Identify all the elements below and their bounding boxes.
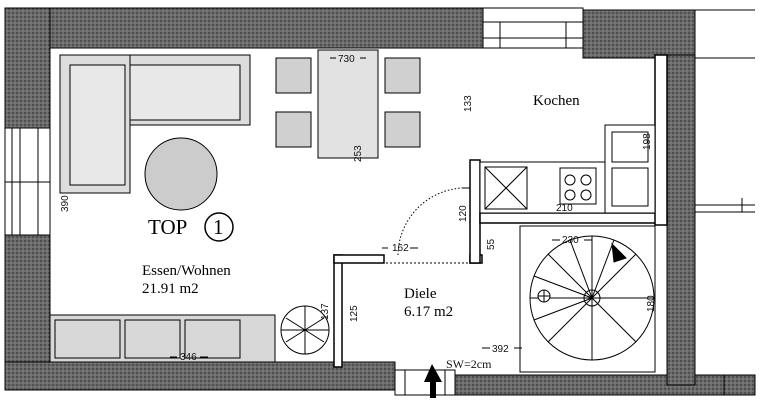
left-window [4, 127, 51, 236]
living-room-name: Essen/Wohnen [142, 263, 231, 279]
dim-55: 55 [486, 238, 497, 250]
kitchen-name: Kochen [533, 93, 580, 109]
plant [280, 305, 330, 355]
wall-left-upper [4, 7, 51, 129]
dim-133: 133 [463, 95, 474, 112]
living-room-area: 21.91 m2 [142, 281, 199, 297]
entrance-arrow-icon [424, 364, 442, 398]
dim-120: 120 [458, 205, 469, 222]
title-number-circle [204, 212, 234, 242]
title-number: 1 [213, 215, 224, 239]
dim-180: 180 [646, 295, 657, 312]
coffee-table [144, 137, 218, 211]
kitchen-counter [479, 124, 656, 214]
dim-346: 346 [180, 352, 197, 363]
sofa [59, 54, 251, 194]
dimension-labels: 730 133 253 198 390 120 210 162 55 230 1… [60, 54, 657, 363]
entrance-opening [394, 369, 456, 396]
sideboard [49, 314, 276, 363]
dim-390: 390 [60, 195, 71, 212]
wall-top-left [4, 7, 484, 49]
wall-thickness-note: SW=2cm [446, 357, 492, 371]
wall-bottom-left [4, 361, 396, 391]
hall-name: Diele [404, 286, 437, 302]
dim-198: 198 [642, 133, 653, 150]
wall-right [666, 54, 696, 386]
door-swings [386, 187, 470, 264]
room-labels: TOP 1 Essen/Wohnen 21.91 m2 Kochen Diele… [142, 93, 580, 371]
right-outline [695, 9, 755, 395]
dim-730: 730 [338, 54, 355, 65]
dim-253: 253 [353, 145, 364, 162]
title-label: TOP [148, 215, 187, 239]
dim-125: 125 [349, 305, 360, 322]
dining-table [275, 49, 421, 159]
dim-392: 392 [492, 344, 509, 355]
dim-230: 230 [562, 235, 579, 246]
exterior-walls [4, 7, 756, 396]
dim-162: 162 [392, 243, 409, 254]
dimension-ticks [170, 57, 592, 358]
wall-bottom-right [454, 374, 756, 396]
dim-210: 210 [556, 203, 573, 214]
dim-137: 137 [320, 303, 331, 320]
top-door-opening [482, 7, 584, 49]
hall-area: 6.17 m2 [404, 304, 453, 320]
spiral-staircase [519, 225, 656, 373]
wall-top-right [582, 9, 696, 59]
